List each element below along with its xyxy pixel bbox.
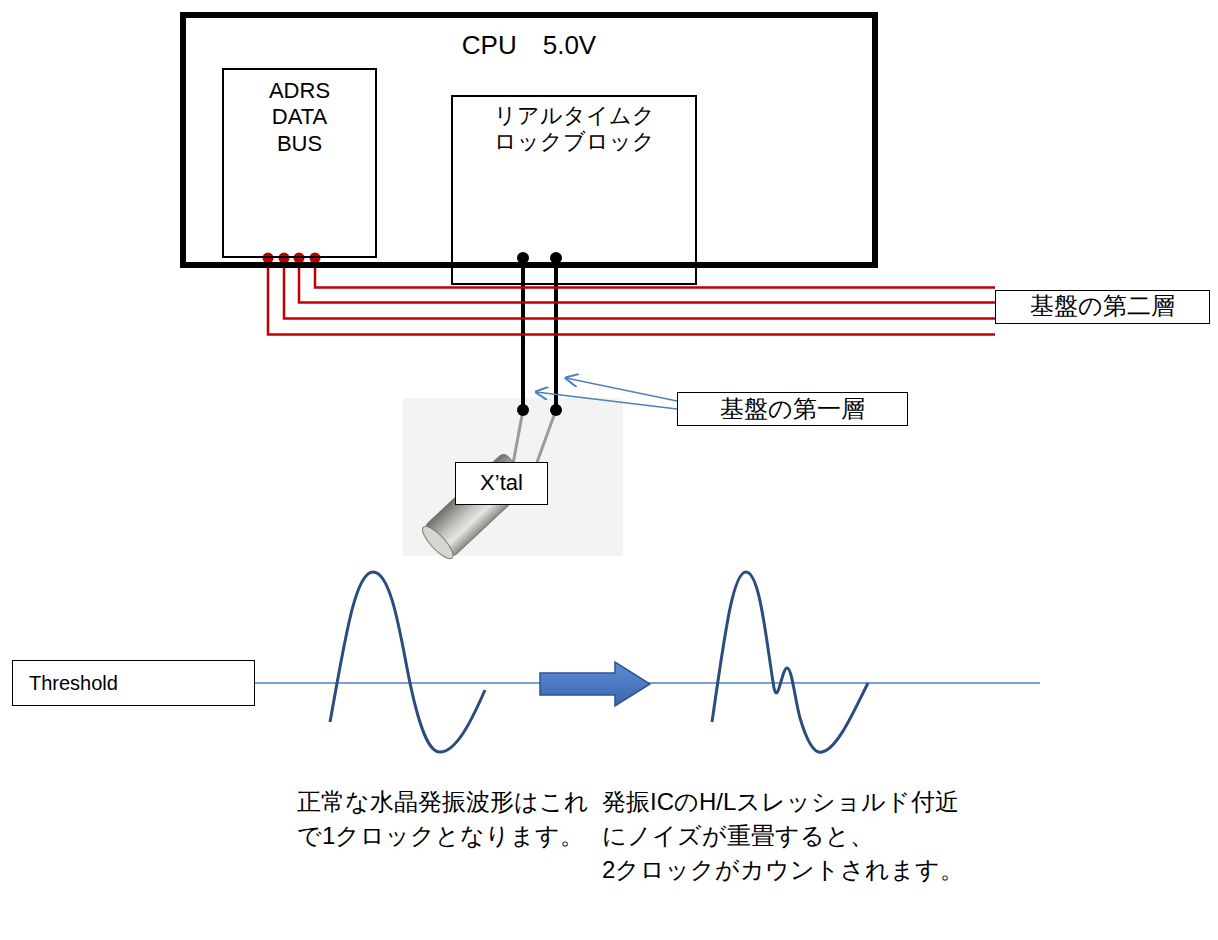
threshold-label-box: Threshold <box>12 660 255 706</box>
rtc-block: リアルタイムク ロックブロック <box>451 95 697 285</box>
normal-waveform <box>330 572 485 752</box>
layer-label-box: 基盤の第一層 <box>677 392 908 426</box>
leader-arrow <box>566 378 677 401</box>
layer-label-box: 基盤の第二層 <box>995 290 1210 324</box>
node-text: 基盤の第二層 <box>1030 293 1175 319</box>
node-text: X’tal <box>480 471 523 495</box>
node-text: 基盤の第一層 <box>720 396 865 422</box>
pin-dot <box>263 253 274 264</box>
bus-wire <box>268 258 995 335</box>
pin-dot <box>279 253 290 264</box>
node-text: Threshold <box>29 672 118 694</box>
caption-text: 発振ICのH/Lスレッショルド付近 にノイズが重畳すると、 2クロックがカウント… <box>602 785 1002 887</box>
node-text: CPU 5.0V <box>462 30 596 61</box>
cpu-box: CPU 5.0V ADRS DATA BUS リアルタイムク ロックブロック <box>180 12 878 268</box>
node-text: リアルタイムク ロックブロック <box>474 103 674 156</box>
node-text: ADRS DATA BUS <box>260 78 340 157</box>
noisy-waveform <box>712 572 868 752</box>
pin-dot <box>310 253 321 264</box>
block-arrow <box>540 662 650 706</box>
pin-dot <box>550 404 562 416</box>
pin-dot <box>294 253 305 264</box>
crystal-lead <box>513 410 523 464</box>
caption-text: 正常な水晶発振波形はこれ で1クロックとなります。 <box>297 785 617 853</box>
bus-block: ADRS DATA BUS <box>222 68 377 258</box>
part-label-box: X’tal <box>455 462 548 505</box>
leader-arrow <box>536 392 677 409</box>
pin-dot <box>517 404 529 416</box>
